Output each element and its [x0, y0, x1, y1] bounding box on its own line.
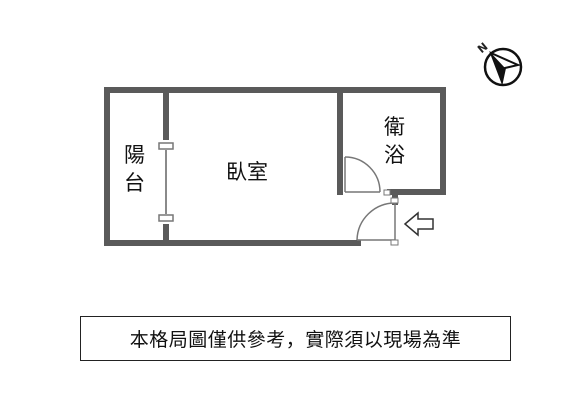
disclaimer-box: 本格局圖僅供參考，實際須以現場為準 [80, 316, 511, 361]
bathroom-label-1: 衛 [384, 115, 405, 139]
entrance-door [356, 202, 396, 241]
walls [104, 87, 446, 246]
balcony-label-1: 陽 [124, 143, 145, 167]
balcony-label-2: 台 [124, 171, 145, 195]
balcony-partition [158, 90, 174, 243]
entrance-door-jamb-bottom [390, 239, 399, 246]
disclaimer-text: 本格局圖僅供參考，實際須以現場為準 [129, 329, 462, 351]
entrance-door-jamb-top [390, 197, 399, 204]
bedroom-label: 臥室 [226, 160, 268, 184]
bathroom-label-2: 浴 [384, 143, 405, 167]
entry-arrow-icon [403, 211, 434, 237]
sliding-door-tab-lower [158, 214, 174, 222]
sliding-door-tab-upper [158, 142, 174, 150]
compass-icon: N [475, 40, 523, 87]
bathroom-door-jamb [383, 189, 391, 196]
compass-north-label: N [475, 40, 490, 56]
bathroom-door [344, 156, 381, 193]
